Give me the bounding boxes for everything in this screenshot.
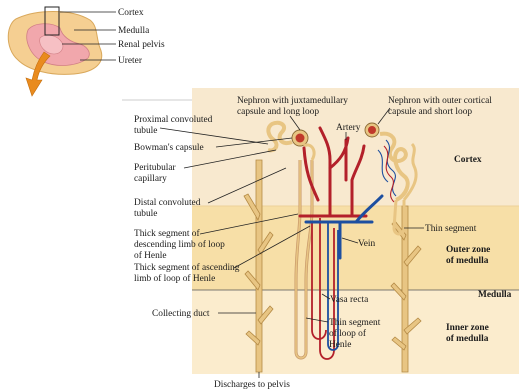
label-collecting: Collecting duct [152,309,210,319]
label-thin-loop-1: Thin segment [329,318,381,328]
zone-label-medulla: Medulla [478,290,512,300]
inset-label-cortex: Cortex [118,8,144,18]
zone-label-outer-2: of medulla [446,256,489,266]
juxta-glomerulus [296,134,305,143]
label-vein: Vein [358,239,375,249]
label-dct-1: Distal convoluted [134,198,201,208]
label-thick-desc-1: Thick segment of [134,228,200,239]
zone-label-outer-1: Outer zone [446,245,490,255]
label-pct-2: tubule [134,126,157,136]
inset-label-pelvis: Renal pelvis [118,40,165,50]
zone-label-inner-2: of medulla [446,334,489,344]
label-thin-segment: Thin segment [425,224,477,234]
label-juxta-2: capsule and long loop [237,107,319,117]
label-peri-1: Peritubular [134,163,177,173]
kidney-inset: Cortex Medulla Renal pelvis Ureter [8,7,165,96]
label-artery: Artery [336,123,361,133]
label-pct-1: Proximal convoluted [134,115,213,125]
label-bowman: Bowman's capsule [134,143,204,153]
zone-label-cortex: Cortex [454,155,482,165]
inset-label-ureter: Ureter [118,56,143,66]
label-peri-2: capillary [134,174,167,184]
label-dct-2: tubule [134,209,157,219]
cortical-glomerulus [368,126,376,134]
label-thick-asc-2: limb of loop of Henle [134,273,215,284]
label-juxta-1: Nephron with juxtamedullary [237,96,348,106]
zone-label-inner-1: Inner zone [446,323,489,333]
label-vasa: Vasa recta [330,295,369,305]
label-cortical-2: capsule and short loop [388,107,472,117]
label-thick-desc-2: descending limb of loop [134,239,225,250]
label-thick-asc-1: Thick segment of ascending [134,262,240,273]
label-discharge: Discharges to pelvis [214,380,290,390]
label-thin-loop-3: Henle [329,340,351,350]
label-thick-desc-3: of Henle [134,250,167,261]
label-thin-loop-2: of loop of [329,328,367,339]
label-cortical-1: Nephron with outer cortical [388,96,492,106]
inset-label-medulla: Medulla [118,26,150,36]
